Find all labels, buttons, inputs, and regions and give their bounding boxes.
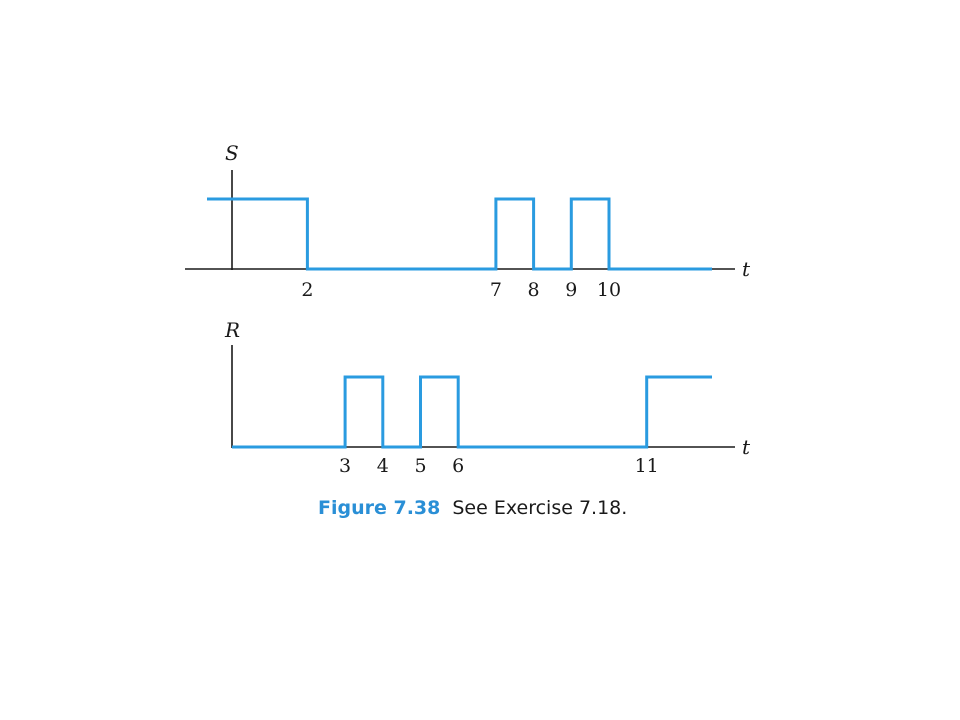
figure-number: Figure 7.38 — [318, 497, 441, 519]
s-tick-label: 10 — [597, 279, 621, 301]
s-signal-trace — [207, 197, 712, 271]
s-tick-label: 9 — [565, 279, 577, 301]
r-waveform-panel: R t 3 4 5 6 11 — [224, 318, 751, 477]
s-time-axis-label: t — [742, 257, 751, 281]
caption-text: See Exercise 7.18. — [452, 497, 628, 519]
r-tick-label: 11 — [635, 455, 659, 477]
r-tick-label: 6 — [452, 455, 464, 477]
r-signal-trace — [232, 375, 712, 449]
s-axis-label: S — [225, 141, 239, 165]
s-tick-labels: 2 7 8 9 10 — [301, 279, 621, 301]
s-tick-label: 2 — [301, 279, 313, 301]
r-tick-label: 3 — [339, 455, 351, 477]
s-tick-label: 8 — [528, 279, 540, 301]
figure-caption: Figure 7.38 See Exercise 7.18. — [318, 497, 627, 519]
r-tick-label: 4 — [377, 455, 389, 477]
s-waveform-panel: S t 2 7 8 9 10 — [185, 141, 751, 301]
r-tick-label: 5 — [414, 455, 426, 477]
s-tick-label: 7 — [490, 279, 502, 301]
r-axis-label: R — [224, 318, 240, 342]
r-time-axis-label: t — [742, 435, 751, 459]
r-tick-labels: 3 4 5 6 11 — [339, 455, 659, 477]
